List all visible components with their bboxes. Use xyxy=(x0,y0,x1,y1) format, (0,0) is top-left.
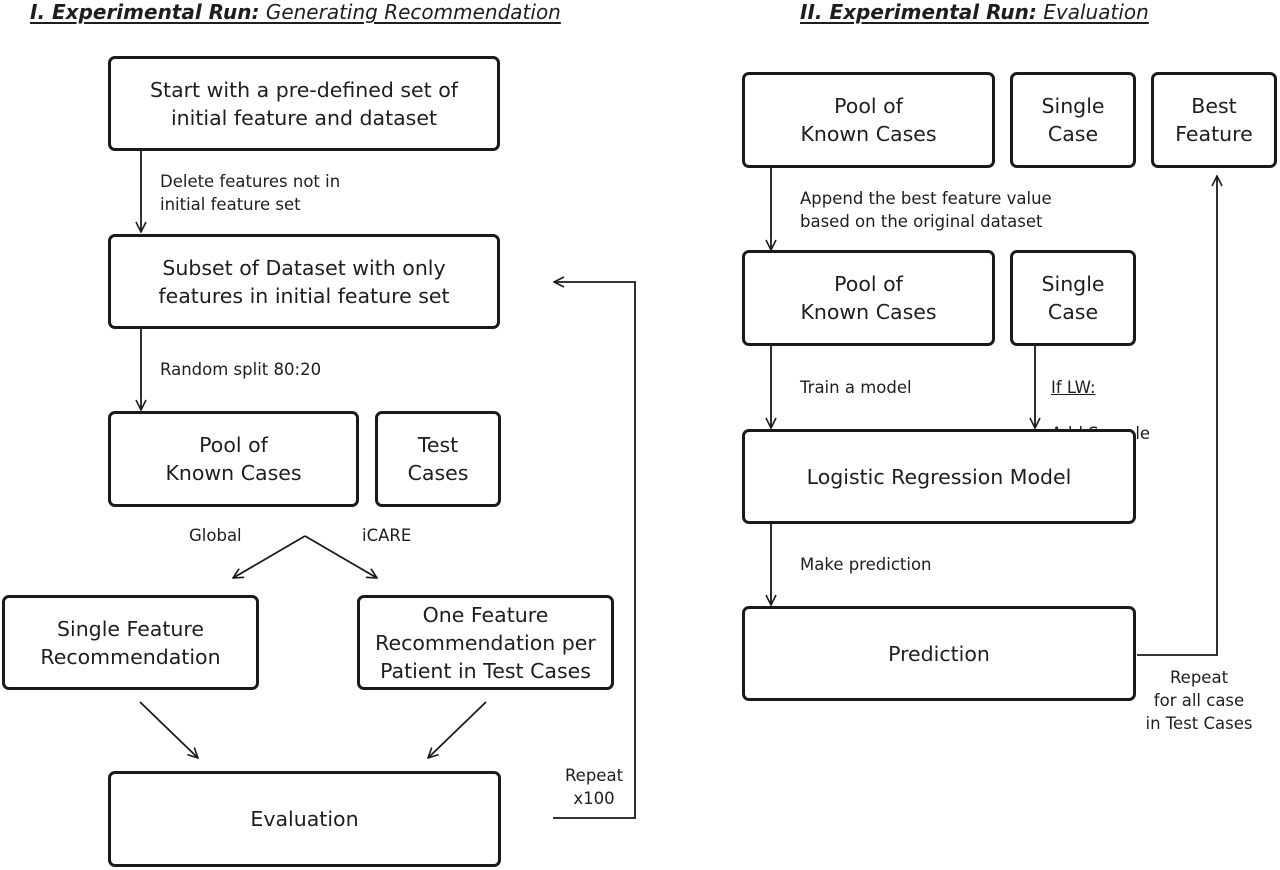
logistic-regression-box: Logistic Regression Model xyxy=(742,429,1136,524)
branch-label-global: Global xyxy=(189,526,242,545)
best-feature-box: Best Feature xyxy=(1151,72,1277,168)
test-cases-box: Test Cases xyxy=(375,411,501,507)
single-case-mid-box: Single Case xyxy=(1010,250,1136,346)
pool-known-cases-box: Pool of Known Cases xyxy=(108,411,359,507)
evaluation-box: Evaluation xyxy=(108,771,501,867)
edge-label-delete: Delete features not in initial feature s… xyxy=(160,172,341,214)
subset-box: Subset of Dataset with only features in … xyxy=(108,234,500,329)
start-box: Start with a pre-defined set of initial … xyxy=(108,56,500,151)
section2-title-bold: II. Experimental Run: xyxy=(800,0,1037,24)
section1-title: I. Experimental Run: Generating Recommen… xyxy=(30,0,561,24)
prediction-box: Prediction xyxy=(742,606,1136,701)
arrow-onefeature-to-eval xyxy=(428,701,487,758)
edge-label-append: Append the best feature value based on t… xyxy=(800,189,1052,231)
arrow-repeat-cases xyxy=(1137,176,1217,656)
arrow-repeat-loop xyxy=(553,282,636,819)
one-feature-box: One Feature Recommendation per Patient i… xyxy=(357,595,614,690)
edge-label-predict: Make prediction xyxy=(800,555,932,574)
edge-label-split: Random split 80:20 xyxy=(160,360,322,379)
single-case-top-box: Single Case xyxy=(1010,72,1136,168)
section1-title-rest: Generating Recommendation xyxy=(259,0,561,24)
pool-known-cases-mid-box: Pool of Known Cases xyxy=(742,250,995,346)
arrow-branch-global xyxy=(233,535,306,578)
section2-title: II. Experimental Run: Evaluation xyxy=(800,0,1149,24)
edge-label-train: Train a model xyxy=(800,378,912,397)
pool-known-cases-top-box: Pool of Known Cases xyxy=(742,72,995,168)
edge-label-lw-condition: If LW: xyxy=(1051,378,1096,397)
repeat-label-x100: Repeat x100 xyxy=(564,766,624,808)
branch-label-icare: iCARE xyxy=(362,526,412,545)
section1-title-bold: I. Experimental Run: xyxy=(30,0,260,24)
section2-title-rest: Evaluation xyxy=(1036,0,1149,24)
arrow-single-to-eval xyxy=(139,701,198,758)
repeat-label-test-cases: Repeat for all case in Test Cases xyxy=(1145,668,1253,733)
single-feature-box: Single Feature Recommendation xyxy=(2,595,259,690)
arrow-branch-icare xyxy=(304,535,377,578)
